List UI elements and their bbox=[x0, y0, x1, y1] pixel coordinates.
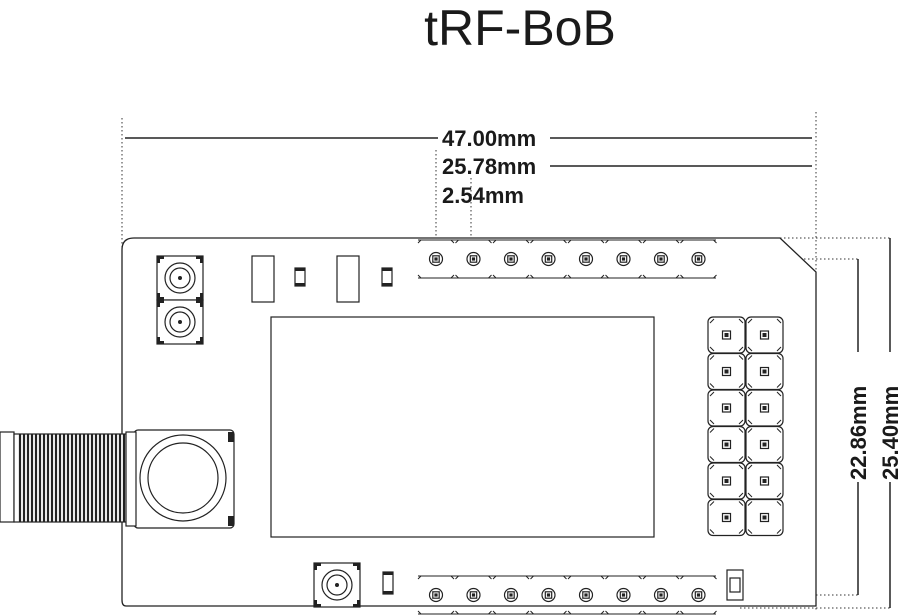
rf-module bbox=[270, 316, 655, 538]
header-pin bbox=[642, 575, 680, 615]
ufl-connector-1 bbox=[156, 255, 204, 301]
side-pad bbox=[707, 498, 746, 537]
side-pad bbox=[745, 425, 784, 464]
horizontal-dimensions bbox=[125, 137, 812, 167]
dim-label-header-span: 25.78mm bbox=[442, 154, 536, 179]
sma-connector bbox=[0, 429, 235, 529]
dim-label-outer-spacing: 25.40mm bbox=[878, 386, 900, 480]
ufl-connector-2 bbox=[156, 299, 204, 345]
side-pad bbox=[745, 498, 784, 537]
side-pad bbox=[745, 462, 784, 500]
side-pad bbox=[745, 389, 784, 427]
side-pad bbox=[707, 389, 746, 427]
vertical-dimensions bbox=[857, 238, 891, 608]
side-pad bbox=[707, 352, 746, 391]
side-pad bbox=[707, 425, 746, 464]
bottom-right-component bbox=[726, 569, 744, 601]
side-pad bbox=[707, 462, 746, 500]
dim-label-pin-pitch: 2.54mm bbox=[442, 183, 524, 208]
side-pad bbox=[707, 316, 746, 354]
top-passives bbox=[251, 255, 393, 303]
header-pin bbox=[530, 575, 567, 615]
dim-label-board-width: 47.00mm bbox=[442, 126, 536, 151]
ufl-connector-3 bbox=[313, 562, 361, 608]
bottom-pin-header bbox=[417, 575, 717, 615]
dim-label-inner-spacing: 22.86mm bbox=[846, 386, 871, 480]
side-pad bbox=[745, 352, 784, 391]
bottom-passive bbox=[382, 571, 394, 595]
top-pin-header bbox=[417, 239, 717, 279]
side-pad-grid bbox=[707, 316, 784, 537]
side-pad bbox=[745, 316, 784, 354]
drawing-title: tRF-BoB bbox=[424, 0, 616, 56]
